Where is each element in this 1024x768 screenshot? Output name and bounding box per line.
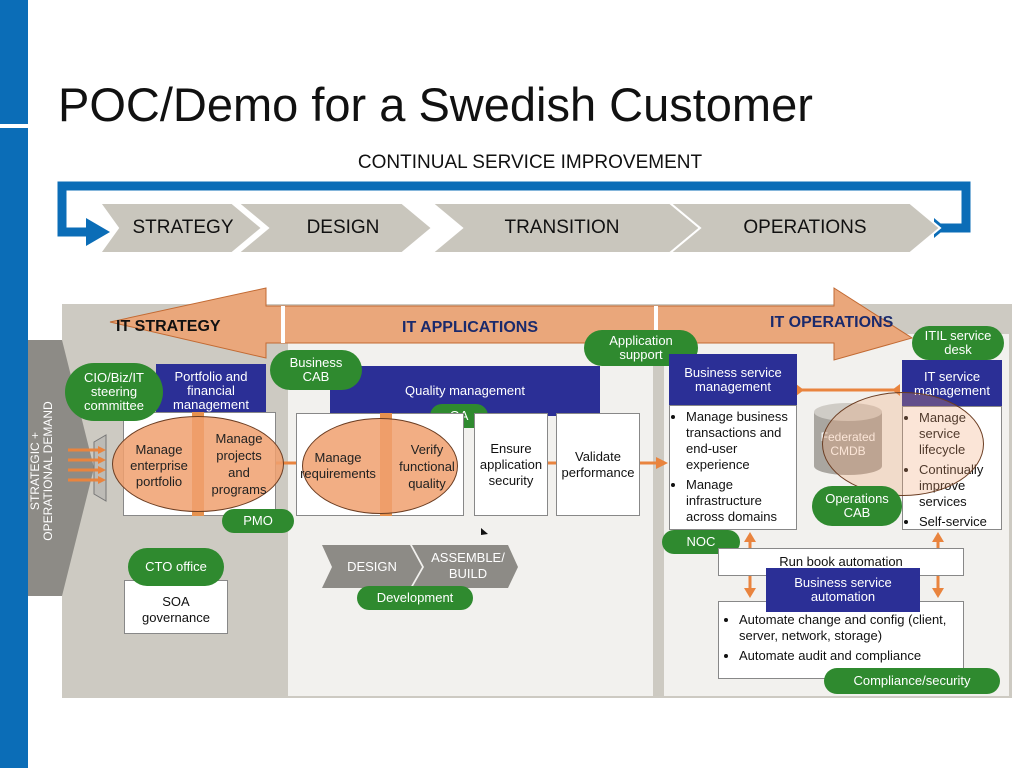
itil-service-desk-pill[interactable]: ITIL service desk: [912, 326, 1004, 360]
manage-projects-programs[interactable]: Manage projects and programs: [211, 431, 267, 497]
application-support-pill[interactable]: Application support: [584, 330, 698, 366]
development-pill[interactable]: Development: [357, 586, 473, 610]
itsm-item: Self-service: [919, 514, 997, 530]
bsm-items-box: Manage business transactions and end-use…: [669, 405, 797, 530]
header-it-strategy: IT STRATEGY: [116, 318, 221, 335]
ensure-application-security[interactable]: Ensure application security: [474, 413, 548, 516]
csi-label: CONTINUAL SERVICE IMPROVEMENT: [357, 152, 703, 173]
manage-enterprise-portfolio[interactable]: Manage enterprise portfolio: [130, 442, 188, 489]
business-service-automation-header[interactable]: Business service automation: [766, 568, 920, 612]
brand-bar: [0, 0, 28, 768]
portfolio-management-box[interactable]: Portfolio and financial management: [156, 364, 266, 418]
operations-cab-pill[interactable]: Operations CAB: [812, 486, 902, 526]
soa-governance-box[interactable]: SOA governance: [124, 580, 228, 634]
dev-design-step[interactable]: DESIGN: [347, 558, 397, 574]
dev-chevrons: [322, 545, 518, 588]
phase-strategy[interactable]: STRATEGY: [132, 217, 234, 238]
brand-bar-notch: [0, 124, 28, 128]
cio-steering-committee[interactable]: CIO/Biz/IT steering committee: [65, 363, 163, 421]
pmo-pill[interactable]: PMO: [222, 509, 294, 533]
run-book-automation[interactable]: Run book automation: [718, 548, 964, 576]
bsm-item: Manage business transactions and end-use…: [686, 409, 792, 473]
phase-design[interactable]: DESIGN: [306, 217, 380, 238]
bsm-item: Manage infrastructure across domains: [686, 477, 792, 525]
operations-focus-oval: [822, 392, 984, 496]
header-it-operations: IT OPERATIONS: [770, 314, 894, 331]
compliance-security-pill[interactable]: Compliance/security: [824, 668, 1000, 694]
business-cab-pill[interactable]: Business CAB: [270, 350, 362, 390]
bsa-item: Automate change and config (client, serv…: [739, 612, 957, 644]
bsa-item: Automate audit and compliance: [739, 648, 957, 664]
phase-operations[interactable]: OPERATIONS: [743, 217, 867, 238]
business-service-management-header[interactable]: Business service management: [669, 354, 797, 406]
verify-functional-quality[interactable]: Verify functional quality: [399, 441, 455, 491]
validate-performance[interactable]: Validate performance: [556, 413, 640, 516]
header-it-applications: IT APPLICATIONS: [402, 319, 538, 336]
dev-assemble-build-step[interactable]: ASSEMBLE/ BUILD: [431, 550, 505, 581]
cto-office-pill[interactable]: CTO office: [128, 548, 224, 586]
manage-requirements[interactable]: Manage requirements: [300, 450, 376, 481]
strategy-focus-oval: [112, 416, 284, 512]
phase-transition[interactable]: TRANSITION: [504, 217, 620, 238]
page-title: POC/Demo for a Swedish Customer: [58, 78, 813, 131]
phase-flow: [57, 181, 971, 254]
bsa-items-box: Automate change and config (client, serv…: [718, 601, 964, 679]
applications-focus-oval: [302, 418, 458, 514]
